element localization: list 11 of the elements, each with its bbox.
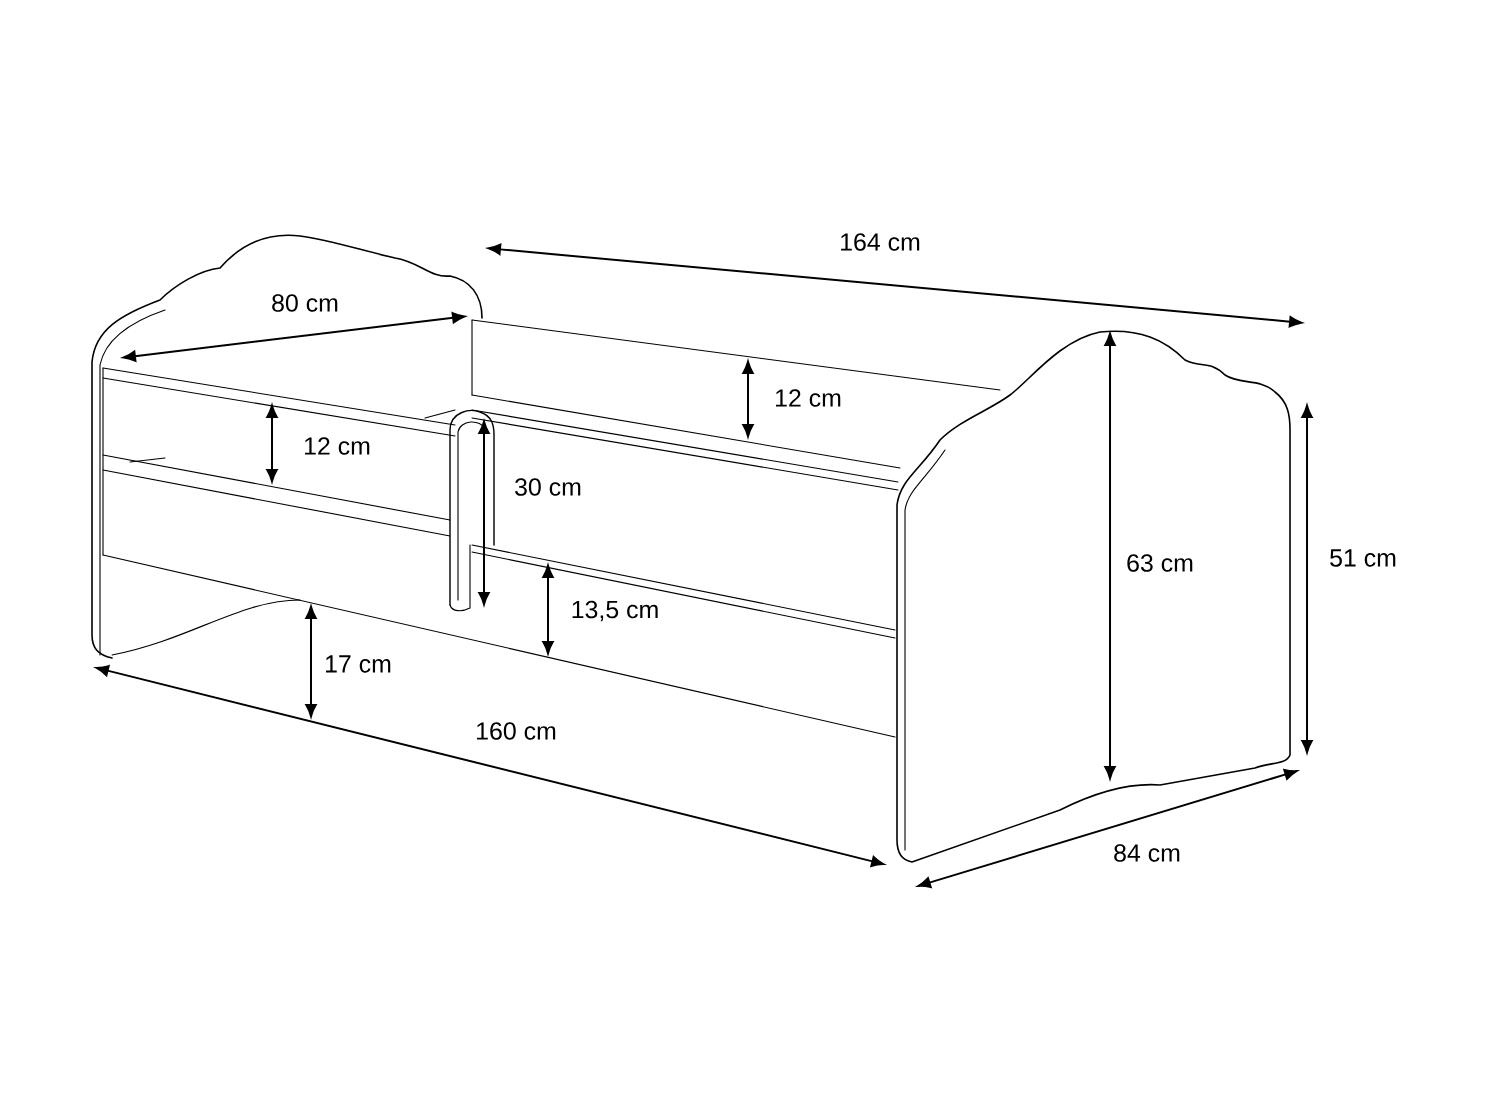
dimension-label: 63 cm <box>1127 554 1193 572</box>
dimension-label: 164 cm <box>841 233 920 251</box>
dimension-label: 17 cm <box>326 655 391 673</box>
dimension-label: 12 cm <box>305 437 370 455</box>
dimension-label: 51 cm <box>1330 549 1396 567</box>
dimension-label: 80 cm <box>272 294 338 312</box>
dimension-label: 13,5 cm <box>572 600 658 622</box>
dimension-label: 30 cm <box>515 478 581 496</box>
dimension-label: 84 cm <box>1114 844 1180 862</box>
dimension-label: 160 cm <box>477 722 556 740</box>
dimension-label: 12 cm <box>776 389 841 407</box>
